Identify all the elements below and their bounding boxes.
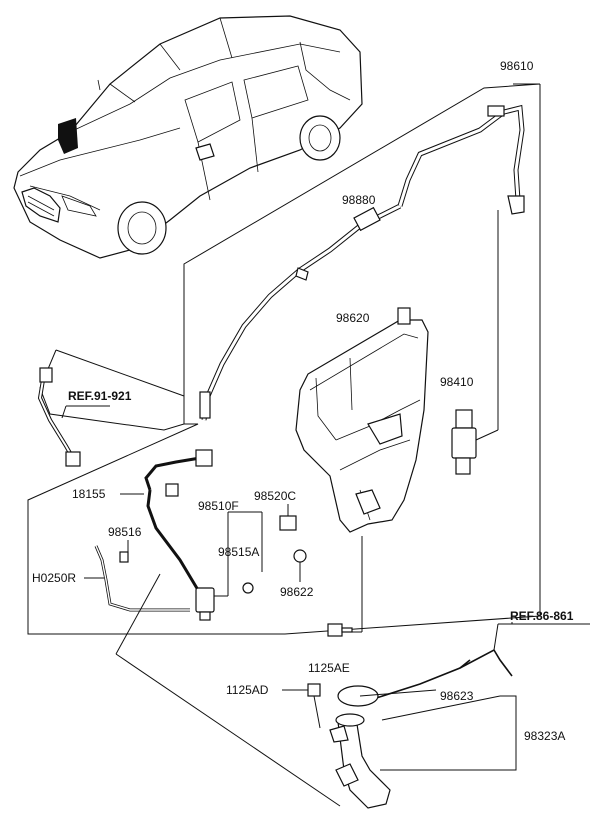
ref-86-861: REF.86-861 [510, 609, 574, 623]
hose-98610 [397, 104, 525, 215]
grommet-98515A [228, 511, 263, 594]
label-98323A: 98323A [524, 729, 565, 743]
filler-neck-98323A [115, 573, 590, 809]
label-98880: 98880 [342, 193, 376, 207]
label-98516: 98516 [108, 525, 142, 539]
label-18155: 18155 [72, 487, 106, 501]
bolt-1125AD [282, 683, 321, 729]
label-98622: 98622 [280, 585, 314, 599]
reservoir-98620 [295, 307, 429, 533]
label-1125AE: 1125AE [308, 661, 350, 675]
label-H0250R: H0250R [32, 571, 76, 585]
label-98410: 98410 [440, 375, 474, 389]
label-98620: 98620 [336, 311, 370, 325]
connector-98520C [279, 504, 297, 531]
bolt-1125AE [327, 536, 363, 637]
grommet-98622 [293, 549, 307, 582]
harness-18155 [120, 449, 213, 591]
label-98520C: 98520C [254, 489, 296, 503]
clip-98516 [119, 540, 129, 563]
cap-98623 [337, 685, 437, 707]
harness-ref91 [37, 349, 185, 467]
pump-98410 [451, 210, 499, 475]
car-illustration [13, 15, 363, 259]
hose-98880 [199, 203, 402, 421]
frame-lines [27, 83, 541, 635]
ref-91-921: REF.91-921 [68, 389, 132, 403]
bracket-98623-98323A [380, 695, 517, 771]
label-1125AD: 1125AD [226, 683, 269, 697]
label-98510F: 98510F [198, 499, 239, 513]
label-98623: 98623 [440, 689, 474, 703]
hose-H0250R [84, 545, 190, 612]
pump-98510F [195, 512, 229, 621]
label-98610: 98610 [500, 59, 534, 73]
label-98515A: 98515A [218, 545, 259, 559]
